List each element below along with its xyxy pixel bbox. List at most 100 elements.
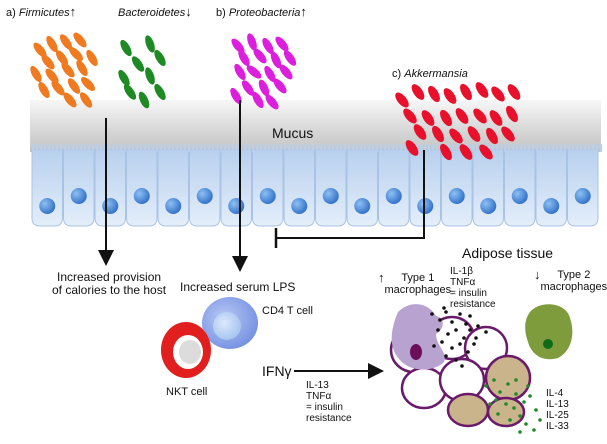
microvillus: [552, 144, 555, 152]
bacterium-rod: [46, 35, 58, 53]
calories-label: Increased provision of calories to the h…: [52, 270, 167, 297]
type1-macrophage-nucleus: [410, 344, 422, 360]
bacterium-rod: [38, 81, 50, 99]
microvillus: [140, 144, 143, 152]
microvillus: [356, 144, 359, 152]
bacterium-rod: [138, 91, 150, 109]
bacterium-rod: [421, 110, 435, 126]
bacterium-rod: [275, 36, 289, 52]
bacterium-rod: [405, 140, 419, 156]
cytokine-dot: [532, 428, 536, 432]
microvillus: [32, 144, 35, 152]
microvillus: [512, 144, 515, 152]
cytokine-dot: [446, 332, 450, 336]
epithelial-nucleus: [385, 188, 402, 204]
microvillus: [536, 144, 539, 152]
cytokine-dot: [514, 378, 518, 382]
cytokine-dot: [518, 414, 522, 418]
bacterium-rod: [440, 143, 452, 161]
proteobacteria-label: Proteobacteria: [228, 7, 301, 19]
panel-b-label: b) Proteobacteria↑: [216, 4, 307, 19]
bacterium-rod: [69, 47, 83, 61]
epithelial-cell: [220, 149, 252, 227]
bacterium-rod: [264, 65, 276, 83]
microvillus: [316, 144, 319, 152]
cytokine-dot: [472, 342, 476, 346]
epithelial-cell: [409, 149, 441, 227]
epithelium: [31, 144, 603, 227]
microvillus: [192, 144, 195, 152]
microvillus: [472, 144, 475, 152]
microvillus: [264, 144, 267, 152]
epithelial-nucleus: [574, 188, 591, 204]
type1-label: Type 1 macrophages: [384, 272, 452, 296]
microvillus: [124, 144, 127, 152]
bacterium-rod: [120, 39, 132, 57]
bacterium-rod: [81, 77, 95, 91]
microvillus: [308, 144, 311, 152]
down-arrow-icon: ↓: [185, 4, 192, 19]
microvillus: [112, 144, 115, 152]
bacterium-rod: [507, 84, 521, 100]
microvillus: [516, 144, 519, 152]
bacterium-rod: [241, 80, 255, 96]
bacterium-rod: [59, 34, 73, 50]
microvillus: [72, 144, 75, 152]
bacteroidetes-bacteria: [118, 35, 166, 109]
microvillus: [36, 144, 39, 152]
microvillus: [396, 144, 399, 152]
microvillus: [496, 144, 499, 152]
microvillus: [296, 144, 299, 152]
microvillus: [436, 144, 439, 152]
cytokine-dot: [454, 358, 458, 362]
microvillus: [432, 144, 435, 152]
microvillus: [248, 144, 251, 152]
microvillus: [88, 144, 91, 152]
microvillus: [492, 144, 495, 152]
adipocyte-filled: [486, 396, 526, 428]
microvillus: [328, 144, 331, 152]
microvillus: [208, 144, 211, 152]
microvillus: [172, 144, 175, 152]
microvillus: [224, 144, 227, 152]
lps-label: Increased serum LPS: [180, 280, 296, 294]
bacterium-rod: [262, 37, 274, 55]
epithelial-nucleus: [417, 198, 434, 214]
microvillus: [348, 144, 351, 152]
cytokine-dot: [512, 406, 516, 410]
microvillus: [184, 144, 187, 152]
microvillus: [560, 144, 563, 152]
bacterium-rod: [489, 110, 503, 126]
microvillus: [568, 144, 571, 152]
down-arrow-icon: ↓: [534, 267, 541, 282]
cytokine-dot: [458, 312, 462, 316]
microvillus: [584, 144, 587, 152]
panel-a-label: a) Firmicutes↑: [6, 5, 76, 19]
microvillus: [360, 144, 363, 152]
microvillus: [144, 144, 147, 152]
cytokine-dot: [488, 402, 492, 406]
bacterium-rod: [258, 79, 270, 97]
bacterium-rod: [33, 42, 47, 58]
cytokine-dot: [526, 384, 530, 388]
nkt-label: NKT cell: [166, 386, 208, 398]
microvillus: [56, 144, 59, 152]
bacterium-rod: [395, 92, 409, 108]
bacterium-rod: [473, 108, 487, 124]
microvillus: [268, 144, 271, 152]
up-arrow-icon: ↑: [378, 270, 385, 285]
epithelial-nucleus: [511, 188, 528, 204]
microvillus: [276, 144, 279, 152]
microvillus: [388, 144, 391, 152]
microvillus: [400, 144, 403, 152]
cytokine-dot: [514, 392, 518, 396]
bacterium-rod: [413, 124, 427, 140]
up-arrow-icon: ↑: [300, 4, 307, 19]
microvillus: [80, 144, 83, 152]
bacterium-rod: [459, 144, 473, 160]
microvillus: [420, 144, 423, 152]
bacteroidetes-label-wrap: Bacteroidetes↓: [118, 4, 192, 19]
bacterium-rod: [131, 56, 145, 72]
microvillus: [120, 144, 123, 152]
